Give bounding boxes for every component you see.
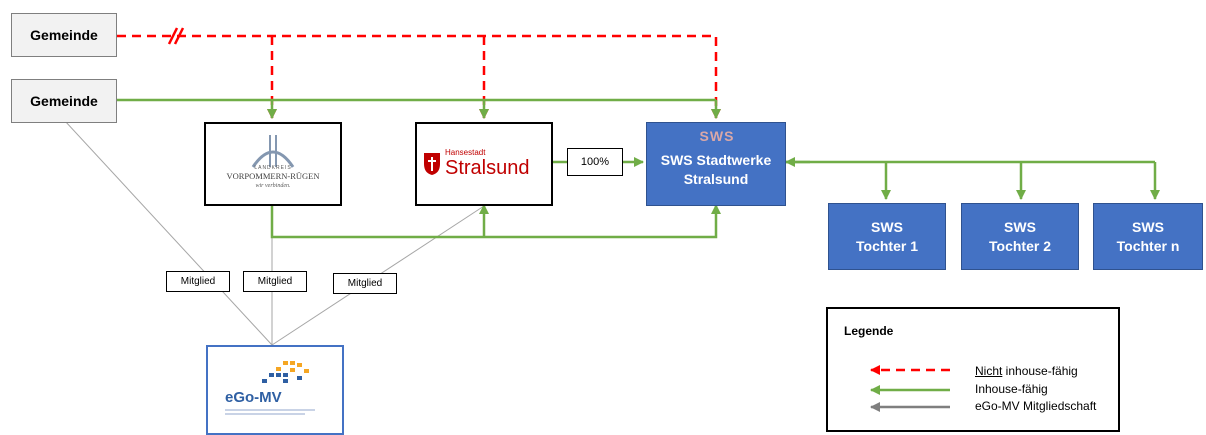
legend-swatches bbox=[870, 365, 950, 412]
stralsund-shield-icon bbox=[424, 153, 440, 175]
mitglied-text: Mitglied bbox=[257, 276, 293, 287]
sws-main-title: SWS Stadtwerke bbox=[660, 152, 772, 168]
connector-lines bbox=[64, 27, 1160, 346]
sws-logo: SWS bbox=[699, 128, 735, 144]
sws-stadtwerke-node: SWS SWS Stadtwerke Stralsund bbox=[646, 122, 786, 206]
ego-mv-logo: eGo-MV bbox=[215, 355, 335, 425]
not-inhouse-lines bbox=[117, 34, 721, 119]
legend-label-not-inhouse: Nicht inhouse-fähig bbox=[975, 364, 1078, 378]
ego-mv-node: eGo-MV bbox=[206, 345, 344, 435]
landkreis-label-top: LANDKREIS bbox=[254, 165, 292, 171]
ego-mosaic-icon bbox=[262, 361, 309, 383]
legend-label-rest: eGo-MV Mitgliedschaft bbox=[975, 399, 1097, 413]
legend-label-inhouse: Inhouse-fähig bbox=[975, 382, 1048, 396]
mitglied-label-3: Mitglied bbox=[333, 273, 397, 294]
landkreis-slogan: wir verbinden. bbox=[255, 183, 291, 189]
tochter-label-name: Tochter n bbox=[1116, 237, 1180, 254]
sws-main-subtitle: Stralsund bbox=[683, 171, 749, 187]
tochter-label-top: SWS bbox=[1004, 218, 1036, 235]
legend-label-underlined: Nicht bbox=[975, 364, 1003, 378]
legend-label-rest: Inhouse-fähig bbox=[975, 382, 1048, 396]
tochter-node-n: SWS Tochter n bbox=[1093, 203, 1203, 270]
landkreis-label-name: VORPOMMERN-RÜGEN bbox=[226, 171, 320, 181]
legend-label-rest: inhouse-fähig bbox=[1002, 364, 1078, 378]
ego-mv-name: eGo-MV bbox=[225, 389, 282, 406]
ego-tagline-line-2 bbox=[225, 413, 305, 415]
tochter-label-name: Tochter 1 bbox=[856, 237, 918, 254]
bridge-icon bbox=[251, 135, 295, 168]
mitglied-label-1: Mitglied bbox=[166, 271, 230, 292]
mitglied-text: Mitglied bbox=[347, 278, 383, 289]
stralsund-label-name: Stralsund bbox=[445, 157, 530, 179]
gemeinde-node-1: Gemeinde bbox=[11, 13, 117, 57]
stralsund-logo: Hansestadt Stralsund bbox=[421, 146, 547, 182]
tochter-label-name: Tochter 2 bbox=[989, 237, 1051, 254]
share-label: 100% bbox=[567, 148, 623, 176]
landkreis-node: LANDKREIS VORPOMMERN-RÜGEN wir verbinden… bbox=[204, 122, 342, 206]
tochter-label-top: SWS bbox=[1132, 218, 1164, 235]
break-mark bbox=[167, 27, 185, 45]
inhouse-lines bbox=[117, 98, 1160, 239]
landkreis-logo: LANDKREIS VORPOMMERN-RÜGEN wir verbinden… bbox=[213, 129, 333, 199]
legend-box: Legende Nicht inhouse-fähig Inhouse-fähi… bbox=[826, 307, 1120, 432]
stralsund-label-top: Hansestadt bbox=[445, 148, 486, 157]
mitglied-text: Mitglied bbox=[180, 276, 216, 287]
tochter-node-2: SWS Tochter 2 bbox=[961, 203, 1079, 270]
tochter-node-1: SWS Tochter 1 bbox=[828, 203, 946, 270]
stralsund-node: Hansestadt Stralsund bbox=[415, 122, 553, 206]
share-label-text: 100% bbox=[580, 156, 610, 168]
legend-title: Legende bbox=[844, 324, 894, 338]
gemeinde-node-2: Gemeinde bbox=[11, 79, 117, 123]
gemeinde-label: Gemeinde bbox=[30, 27, 98, 43]
mitglied-label-2: Mitglied bbox=[243, 271, 307, 292]
tochter-label-top: SWS bbox=[871, 218, 903, 235]
legend-label-membership: eGo-MV Mitgliedschaft bbox=[975, 399, 1096, 413]
ego-tagline-line-1 bbox=[225, 409, 315, 411]
gemeinde-label: Gemeinde bbox=[30, 93, 98, 109]
